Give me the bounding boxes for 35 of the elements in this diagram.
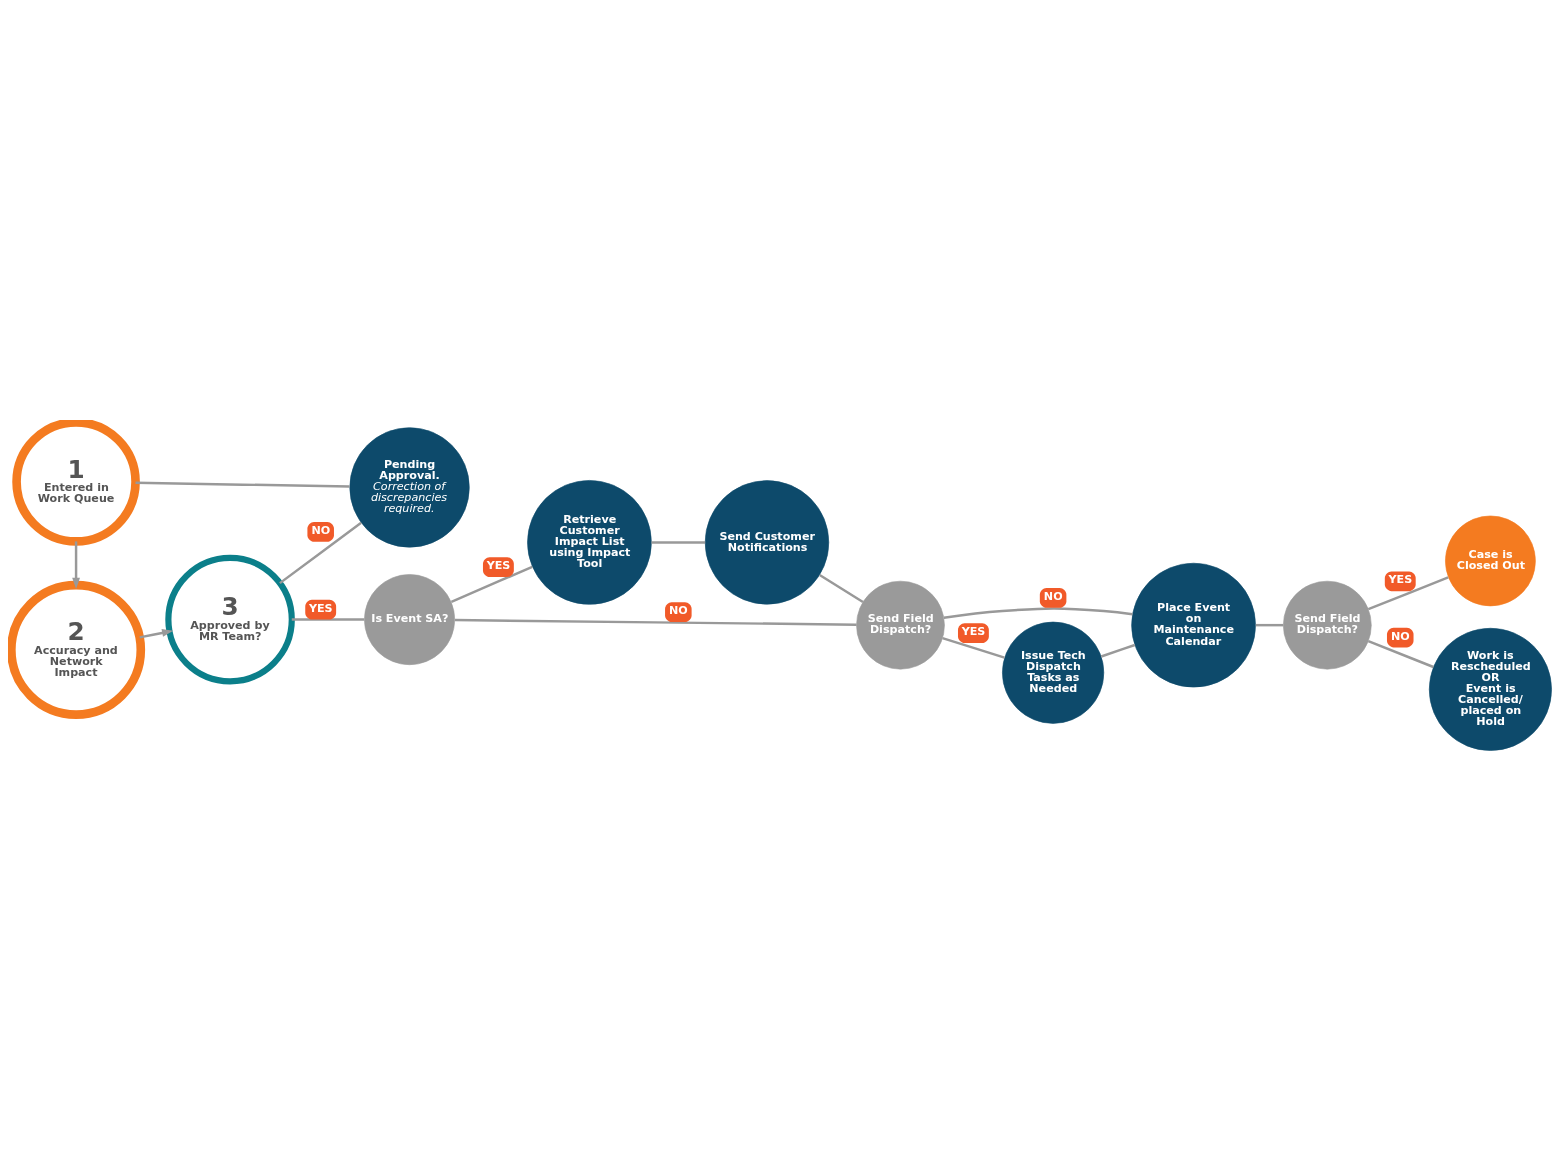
edge-label: YES <box>308 601 333 615</box>
connector <box>450 565 533 603</box>
node-circle: Send Field Dispatch? <box>856 580 945 669</box>
connector <box>651 540 706 544</box>
connector <box>1255 623 1284 626</box>
connector <box>942 636 1005 659</box>
node-circle: 1 Entered in Work Queue <box>12 419 140 546</box>
node-circle: Pending Approval. Correction of discrepancies required. <box>349 426 470 547</box>
arrow <box>139 628 174 639</box>
node-circle: Send Field Dispatch? <box>1283 580 1372 669</box>
connector <box>454 618 857 626</box>
connector <box>1100 643 1136 658</box>
arrow <box>72 540 80 589</box>
node-circle: Place Event on Maintenance Calendar <box>1131 562 1256 687</box>
node-circle: 2 Accuracy and Network Impact <box>8 580 146 719</box>
node-circle: Send Customer Notifications <box>704 479 830 604</box>
connector <box>291 617 365 621</box>
node-circle: Case is Closed Out <box>1445 515 1536 606</box>
edge-label: NO <box>1043 589 1063 603</box>
connector <box>819 573 864 603</box>
node-circle: Issue Tech Dispatch Tasks as Needed <box>1002 621 1105 724</box>
connector <box>135 481 350 488</box>
connector <box>1367 575 1449 610</box>
edge-label: YES <box>961 624 986 638</box>
connector <box>943 606 1133 619</box>
node-circle: 3 Approved by MR Team? <box>165 554 295 684</box>
node-circle: Work is Rescheduled OR Event is Cancelled/ placed on Hold <box>1428 627 1552 751</box>
connector <box>1367 639 1434 668</box>
node-circle: Is Event SA? <box>364 573 455 665</box>
edge-label: NO <box>1390 629 1410 643</box>
node-circle: Retrieve Customer Impact List using Impact Tool <box>527 479 652 605</box>
edge-label: NO <box>311 523 331 537</box>
edge-label: YES <box>486 558 511 572</box>
edge-label: NO <box>669 603 688 617</box>
edge-label: YES <box>1388 572 1413 586</box>
